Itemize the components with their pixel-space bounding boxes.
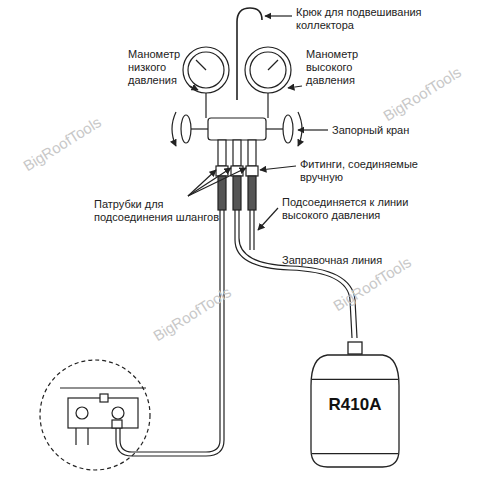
watermark: BigRoofTools — [150, 283, 234, 344]
low-gauge-label: Манометр низкого давления — [128, 48, 208, 87]
valve-label: Запорный кран — [332, 124, 442, 137]
low-gauge — [183, 47, 229, 118]
fittings-label: Фитинги, соединяемые вручную — [300, 158, 450, 184]
valve-knob — [283, 115, 293, 143]
fitting — [246, 166, 258, 176]
refrigerant-cylinder: R410A — [309, 341, 401, 469]
manifold-body — [208, 118, 266, 140]
high-hose — [250, 210, 254, 250]
high-line-label: Подсоединяется к линии высокого давления — [282, 196, 457, 222]
watermark: BigRoofTools — [20, 113, 104, 174]
cylinder-label: R410A — [329, 395, 382, 415]
watermark: BigRoofTools — [380, 63, 464, 124]
hook-label: Крюк для подвешивания коллектора — [296, 6, 466, 32]
charging-hose — [239, 210, 357, 338]
valve-knob — [181, 115, 191, 143]
high-gauge-label: Манометр высокого давления — [306, 48, 396, 87]
high-gauge — [245, 47, 291, 118]
detail-circle — [40, 360, 150, 470]
ports-label: Патрубки для подсоединения шлангов — [94, 198, 222, 224]
